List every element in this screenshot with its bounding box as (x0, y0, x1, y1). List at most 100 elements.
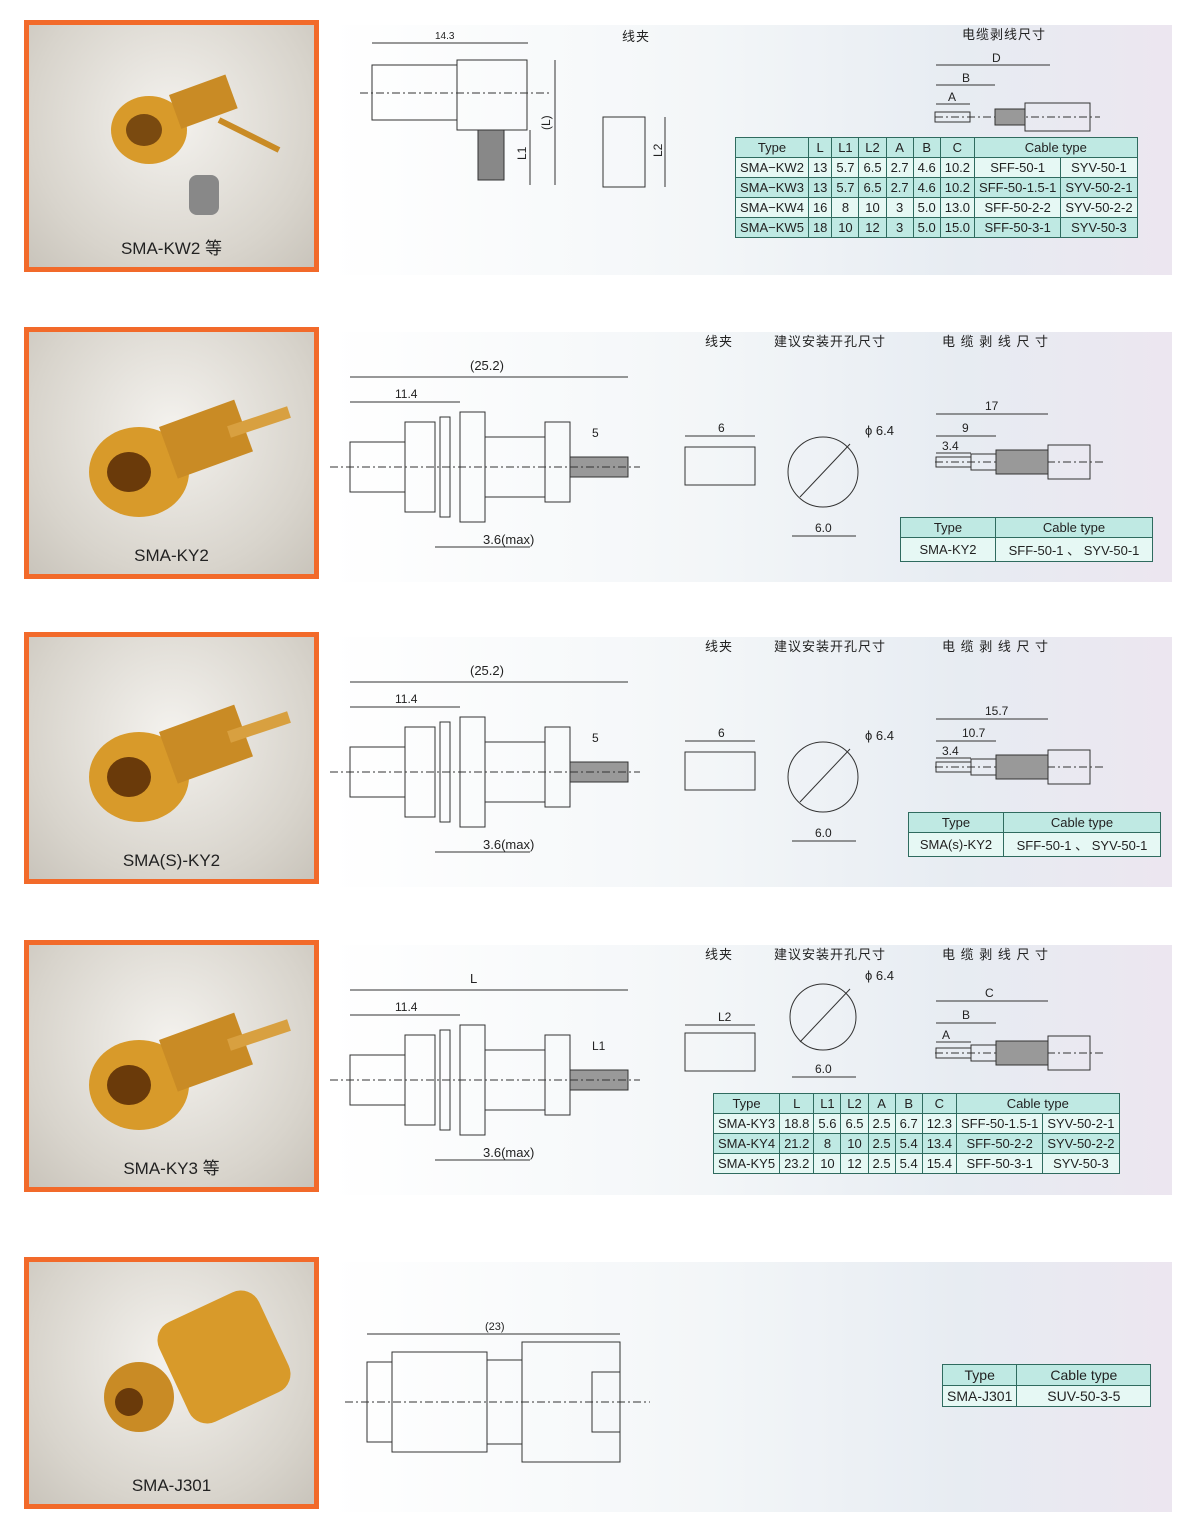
svg-text:B: B (962, 71, 970, 85)
header-cell: L2 (858, 137, 887, 158)
table-cell: 2.5 (867, 1133, 896, 1154)
technical-drawing: (23) (345, 1321, 650, 1463)
svg-text:3.6(max): 3.6(max) (483, 837, 534, 852)
table-cell: SMA-KY2 (900, 537, 996, 562)
section-drawing: (25.2) 11.4 5 3.6(max) 6 ϕ 6.4 6.0 17 9 … (330, 332, 1172, 582)
svg-text:L2: L2 (651, 143, 665, 157)
header-cell: L1 (831, 137, 860, 158)
hole-size-label: 建议安装开孔尺寸 (774, 334, 887, 349)
svg-text:3.4: 3.4 (942, 439, 959, 453)
svg-text:10.7: 10.7 (962, 726, 986, 740)
table-cell: SFF-50-1 、 SYV-50-1 (1003, 832, 1161, 857)
header-cell: B (912, 137, 941, 158)
strip-dimension-label: 电 缆 剥 线 尺 寸 (942, 334, 1050, 349)
svg-text:11.4: 11.4 (395, 387, 418, 401)
svg-text:(25.2): (25.2) (470, 663, 504, 678)
header-cell: L (779, 1093, 815, 1114)
product-photo: SMA-KY3 等 (24, 940, 319, 1192)
connector-illustration (89, 399, 291, 517)
product-caption: SMA-KY3 等 (123, 1159, 220, 1178)
svg-text:B: B (962, 1008, 970, 1022)
table-cell: SFF-50-3-1 (956, 1153, 1044, 1174)
table-cell: 21.2 (779, 1133, 815, 1154)
clamp-label: 线夹 (705, 639, 734, 654)
table-cell: SFF-50-1 、 SYV-50-1 (995, 537, 1153, 562)
svg-text:6: 6 (718, 726, 725, 740)
svg-text:3.6(max): 3.6(max) (483, 532, 534, 547)
product-photo: SMA(S)-KY2 (24, 632, 319, 884)
header-cell: Type (908, 812, 1004, 833)
table-cell: 2.5 (867, 1153, 896, 1174)
table-cell: 13.4 (921, 1133, 958, 1154)
strip-dimension-label: 电 缆 剥 线 尺 寸 (942, 639, 1050, 654)
svg-text:L: L (470, 971, 477, 986)
table-cell: SFF-50-1.5-1 (956, 1113, 1044, 1134)
svg-text:11.4: 11.4 (395, 1000, 418, 1014)
technical-drawing: L 11.4 L1 3.6(max) L2 ϕ 6.4 6.0 C B A (330, 968, 1105, 1161)
header-cell: Cable type (974, 137, 1138, 158)
table-cell: 12.3 (921, 1113, 958, 1134)
svg-text:6: 6 (718, 421, 725, 435)
header-cell: Cable type (1003, 812, 1161, 833)
connector-illustration (104, 1290, 291, 1432)
table-cell: 10 (813, 1153, 842, 1174)
header-cell: L (807, 137, 833, 158)
svg-text:(23): (23) (485, 1321, 505, 1333)
header-cell: Cable type (956, 1093, 1120, 1114)
table-cell: SYV-50-2-1 (1042, 1113, 1120, 1134)
svg-text:6.0: 6.0 (815, 1062, 832, 1076)
strip-dimension-label: 电 缆 剥 线 尺 寸 (942, 947, 1050, 962)
svg-text:(L): (L) (539, 115, 553, 130)
header-cell: Type (712, 1093, 781, 1114)
table-cell: 5.6 (813, 1113, 842, 1134)
table-cell: 2.5 (867, 1113, 896, 1134)
svg-text:5: 5 (592, 426, 599, 440)
header-cell: Type (735, 137, 809, 158)
table-cell: 12 (840, 1153, 869, 1174)
header-cell: B (894, 1093, 923, 1114)
header-cell: Cable type (1016, 1364, 1152, 1386)
table-cell: SMA-KY3 (712, 1113, 781, 1134)
svg-text:A: A (942, 1028, 950, 1042)
connector-illustration (89, 1012, 291, 1130)
table-cell: 15.4 (921, 1153, 958, 1174)
header-cell: Type (941, 1364, 1018, 1386)
hole-size-label: 建议安装开孔尺寸 (774, 947, 887, 962)
table-cell: 23.2 (779, 1153, 815, 1174)
table-cell: 10 (840, 1133, 869, 1154)
svg-text:9: 9 (962, 421, 969, 435)
svg-text:C: C (985, 986, 994, 1000)
header-cell: L1 (813, 1093, 842, 1114)
table-cell: 18.8 (779, 1113, 815, 1134)
product-caption: SMA-J301 (131, 1476, 212, 1495)
svg-text:5: 5 (592, 731, 599, 745)
svg-text:ϕ 6.4: ϕ 6.4 (865, 968, 894, 983)
header-cell: L2 (840, 1093, 869, 1114)
svg-text:A: A (948, 90, 956, 104)
svg-text:11.4: 11.4 (395, 692, 418, 706)
table-cell: SYV-50-3 (1042, 1153, 1120, 1174)
header-cell: Type (900, 517, 996, 538)
table-cell: SMA-KY5 (712, 1153, 781, 1174)
table-cell: SFF-50-2-2 (956, 1133, 1044, 1154)
strip-dimension-label: 电缆剥线尺寸 (962, 27, 1047, 42)
section-drawing: (25.2) 11.4 5 3.6(max) 6 ϕ 6.4 6.0 15.7 … (330, 637, 1172, 887)
technical-drawing: 14.3 (L) L1 L2 D B A (360, 31, 1100, 188)
svg-text:D: D (992, 51, 1001, 65)
svg-text:(25.2): (25.2) (470, 358, 504, 373)
header-cell: Cable type (995, 517, 1153, 538)
svg-text:3.4: 3.4 (942, 744, 959, 758)
clamp-label: 线夹 (622, 29, 651, 44)
clamp-label: 线夹 (705, 334, 734, 349)
